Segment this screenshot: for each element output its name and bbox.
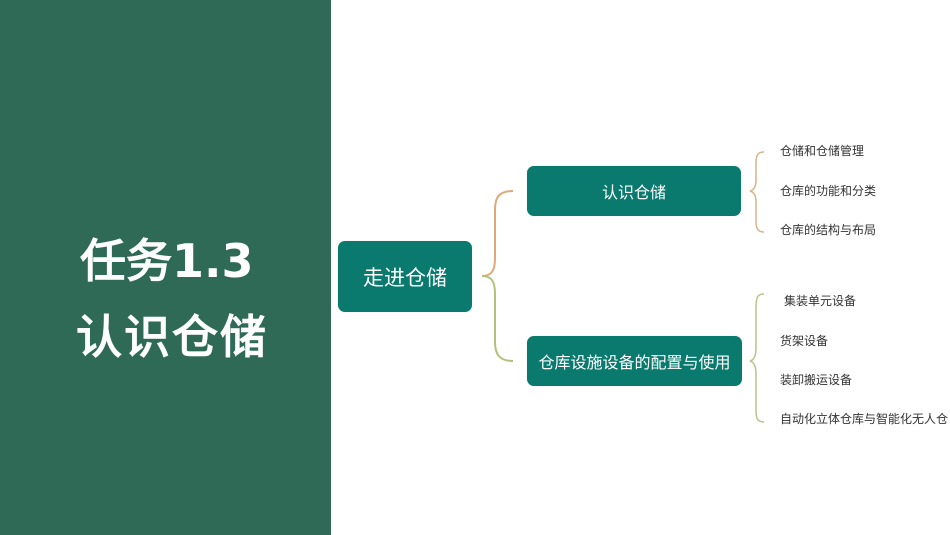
slide-title-line1: 任务1.3 — [80, 234, 254, 288]
brace-branch-2 — [749, 293, 765, 423]
branch-node-label: 认识仓储 — [601, 183, 666, 202]
branch-node-facilities-equipment: 仓库设施设备的配置与使用 — [527, 336, 742, 386]
root-node-label: 走进仓储 — [363, 265, 447, 290]
branch-node-label: 仓库设施设备的配置与使用 — [538, 353, 731, 372]
leaf-item: 仓库的结构与布局 — [780, 223, 877, 237]
leaf-item: 装卸搬运设备 — [780, 373, 853, 387]
brace-branch-1 — [749, 151, 765, 233]
main-brace-upper — [481, 190, 514, 277]
leaf-item: 仓储和仓储管理 — [780, 144, 865, 158]
branch-node-recognize-warehousing: 认识仓储 — [527, 166, 741, 216]
mindmap-root-node: 走进仓储 — [338, 241, 472, 312]
leaf-item: 自动化立体仓库与智能化无人仓 — [780, 412, 949, 426]
slide-title-line2: 认识仓储 — [76, 310, 268, 364]
leaf-item: 仓库的功能和分类 — [780, 184, 877, 198]
leaf-item: 货架设备 — [780, 334, 829, 348]
leaf-item: 集装单元设备 — [784, 294, 857, 308]
title-panel: 任务1.3 认识仓储 — [0, 0, 331, 535]
main-brace-lower — [481, 275, 514, 362]
